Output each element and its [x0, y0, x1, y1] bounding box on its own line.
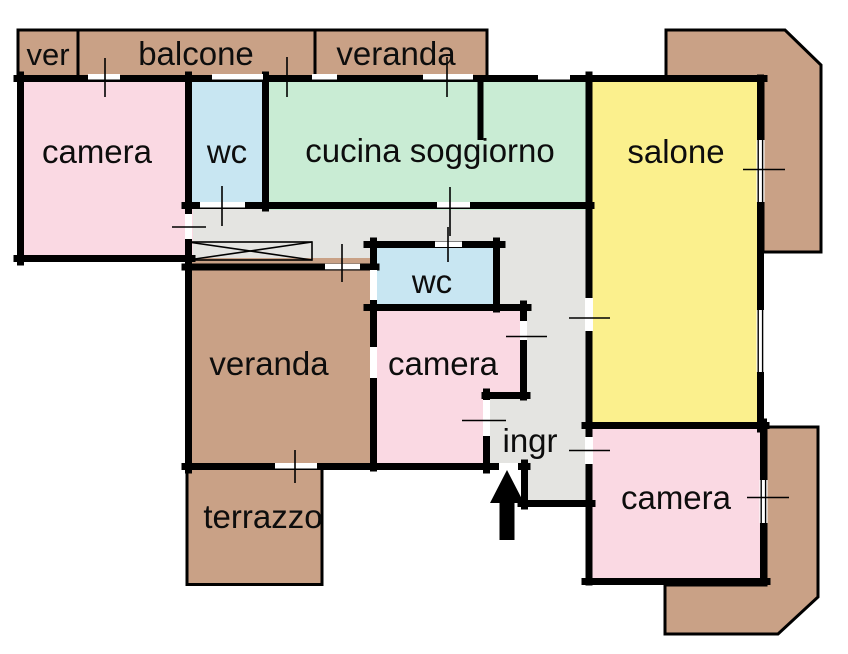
label-balcone: balcone — [138, 35, 254, 72]
label-camera-bottom-right: camera — [621, 479, 732, 516]
wc-mid-area — [370, 241, 500, 309]
label-wc-top: wc — [206, 133, 247, 170]
label-terrazzo: terrazzo — [203, 498, 322, 535]
label-cucina-soggiorno: cucina soggiorno — [305, 132, 555, 169]
door-veranda-camera — [370, 347, 377, 378]
label-camera-mid: camera — [388, 345, 499, 382]
label-veranda-mid: veranda — [209, 345, 329, 382]
label-salone: salone — [627, 133, 724, 170]
measure-ticks — [104, 57, 789, 499]
label-ingresso: ingr — [502, 422, 557, 459]
window-camera-br-right — [759, 480, 768, 523]
room-labels: ver balcone veranda camera wc cucina sog… — [26, 35, 731, 535]
ingresso-pocket-area — [522, 465, 588, 503]
window-veranda-wc — [370, 270, 377, 300]
room-areas — [17, 75, 766, 580]
window-cucina-bottom — [437, 202, 470, 208]
cucina-soggiorno-area — [265, 75, 590, 210]
camera-top-left-area — [17, 75, 193, 262]
door-terrazzo — [275, 463, 317, 469]
door-salone-left — [585, 298, 593, 331]
label-veranda-top: veranda — [336, 35, 456, 72]
outdoor-areas — [16, 28, 823, 636]
label-camera-top-left: camera — [42, 133, 153, 170]
balcony-top-strip — [16, 28, 489, 79]
window-salone-right-upper — [756, 140, 765, 202]
window-salone-right-lower — [756, 310, 765, 372]
label-wc-mid: wc — [411, 263, 452, 300]
label-ver: ver — [26, 37, 69, 72]
door-camera-mid-lower — [483, 400, 490, 436]
entrance-arrow-icon — [490, 470, 524, 540]
door-camera-mid-right — [520, 321, 527, 340]
salone-area — [588, 75, 762, 428]
wc-top-area — [188, 75, 265, 207]
veranda-mid-area — [185, 258, 375, 468]
window-leaf-lines — [88, 79, 767, 523]
camera-mid-area — [370, 309, 527, 468]
camera-bottom-right-area — [588, 424, 766, 580]
front-door-opening — [499, 463, 518, 470]
